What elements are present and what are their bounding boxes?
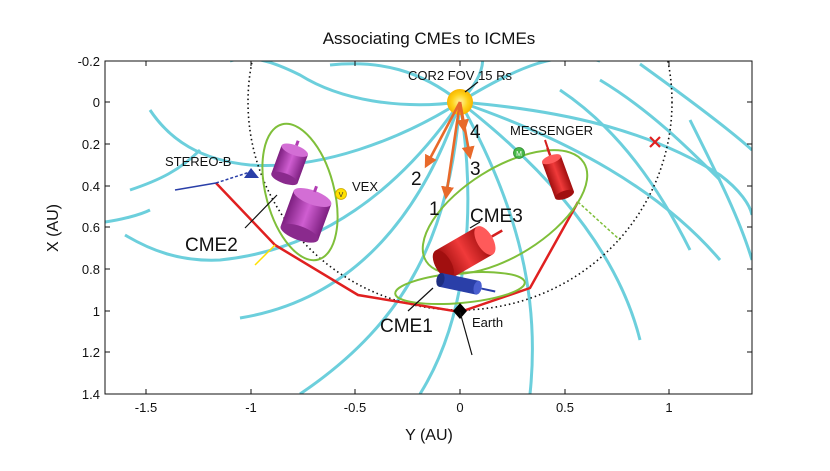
- earth-pointer: [459, 311, 473, 356]
- cme1-label: CME1: [380, 316, 433, 337]
- spiral-line: [299, 101, 462, 394]
- cme3-cylinder: [432, 226, 503, 279]
- spiral-line: [105, 208, 151, 224]
- y-tick-label: 1.4: [82, 387, 100, 402]
- spiral-line: [458, 61, 484, 104]
- cme-number-3: 3: [470, 159, 481, 180]
- spiral-line: [459, 100, 722, 261]
- messenger-pointer: [544, 139, 550, 153]
- messenger-marker-letter: M: [516, 151, 522, 158]
- cme1-cylinder: [436, 272, 496, 295]
- spiral-line: [688, 119, 752, 261]
- arrow-2: [424, 101, 462, 169]
- messenger-label: MESSENGER: [510, 123, 593, 138]
- y-tick-label: -0.2: [78, 54, 100, 69]
- spiral-line: [239, 101, 462, 320]
- x-tick-label: 1: [665, 400, 672, 415]
- earth-label: Earth: [472, 315, 503, 330]
- y-tick-labels: -0.2 0 0.2 0.4 0.6 0.8 1 1.2 1.4: [78, 54, 100, 402]
- vex-label: VEX: [352, 179, 378, 194]
- cme2-callout: [244, 194, 278, 229]
- spiral-line: [599, 78, 722, 182]
- cme2-cylinder-small: [271, 140, 308, 186]
- tick-marks: [105, 60, 752, 395]
- cross-icon: [649, 136, 661, 148]
- x-axis-label: Y (AU): [405, 427, 453, 444]
- spiral-line: [459, 61, 600, 104]
- cor2-label: COR2 FOV 15 Rs: [408, 68, 513, 83]
- x-tick-label: 0: [456, 400, 463, 415]
- messenger-icon: [513, 147, 525, 159]
- spiral-line: [559, 88, 692, 251]
- y-axis-label: X (AU): [45, 204, 62, 252]
- earth-icon: [453, 303, 467, 319]
- x-tick-label: -1.5: [135, 400, 157, 415]
- green-tick: [577, 201, 621, 241]
- y-tick-label: 0.8: [82, 262, 100, 277]
- cme2-cylinder-large: [280, 185, 332, 243]
- y-tick-label: 0: [93, 95, 100, 110]
- cme-number-2: 2: [411, 169, 422, 190]
- stereo-b-icon: [244, 168, 259, 178]
- x-tick-label: -0.5: [344, 400, 366, 415]
- y-tick-label: 0.6: [82, 220, 100, 235]
- y-tick-label: 0.4: [82, 179, 100, 194]
- vex-icon: [335, 188, 347, 200]
- x-tick-labels: -1.5 -1 -0.5 0 0.5 1: [135, 400, 673, 415]
- stereo-b-link: [174, 182, 217, 191]
- spiral-line: [124, 101, 462, 262]
- cme3-callout: [469, 221, 481, 229]
- stereo-b-label: STEREO-B: [165, 154, 231, 169]
- parker-spirals: [105, 61, 752, 394]
- spiral-line: [329, 62, 461, 104]
- cme3-ellipse: [421, 149, 589, 275]
- spiral-line: [459, 100, 642, 341]
- cme1-callout: [407, 287, 434, 312]
- cme2-label: CME2: [185, 235, 238, 256]
- x-tick-label: 0.5: [556, 400, 574, 415]
- cme-number-4: 4: [470, 122, 481, 143]
- x-tick-label: -1: [245, 400, 257, 415]
- orbit-track-line: [215, 182, 580, 314]
- spiral-line: [459, 100, 752, 216]
- spiral-line: [129, 148, 202, 192]
- y-tick-label: 0.2: [82, 137, 100, 152]
- arrow-1: [441, 101, 462, 200]
- y-tick-label: 1.2: [82, 345, 100, 360]
- spiral-line: [639, 62, 752, 152]
- vex-marker-letter: V: [339, 192, 344, 199]
- cme-number-1: 1: [429, 199, 440, 220]
- cme-direction-arrows: [424, 101, 475, 200]
- cme2-ellipse: [261, 122, 339, 262]
- spiral-line: [230, 61, 461, 107]
- stereo-b-link-dash: [215, 171, 251, 184]
- arrow-4: [456, 101, 469, 133]
- chart-title: Associating CMEs to ICMEs: [323, 29, 536, 48]
- cor2-callout: [464, 81, 479, 93]
- cme3-label: CME3: [470, 206, 523, 227]
- y-tick-label: 1: [93, 304, 100, 319]
- messenger-cme-cylinder: [542, 147, 574, 200]
- yellow-tick: [254, 244, 276, 266]
